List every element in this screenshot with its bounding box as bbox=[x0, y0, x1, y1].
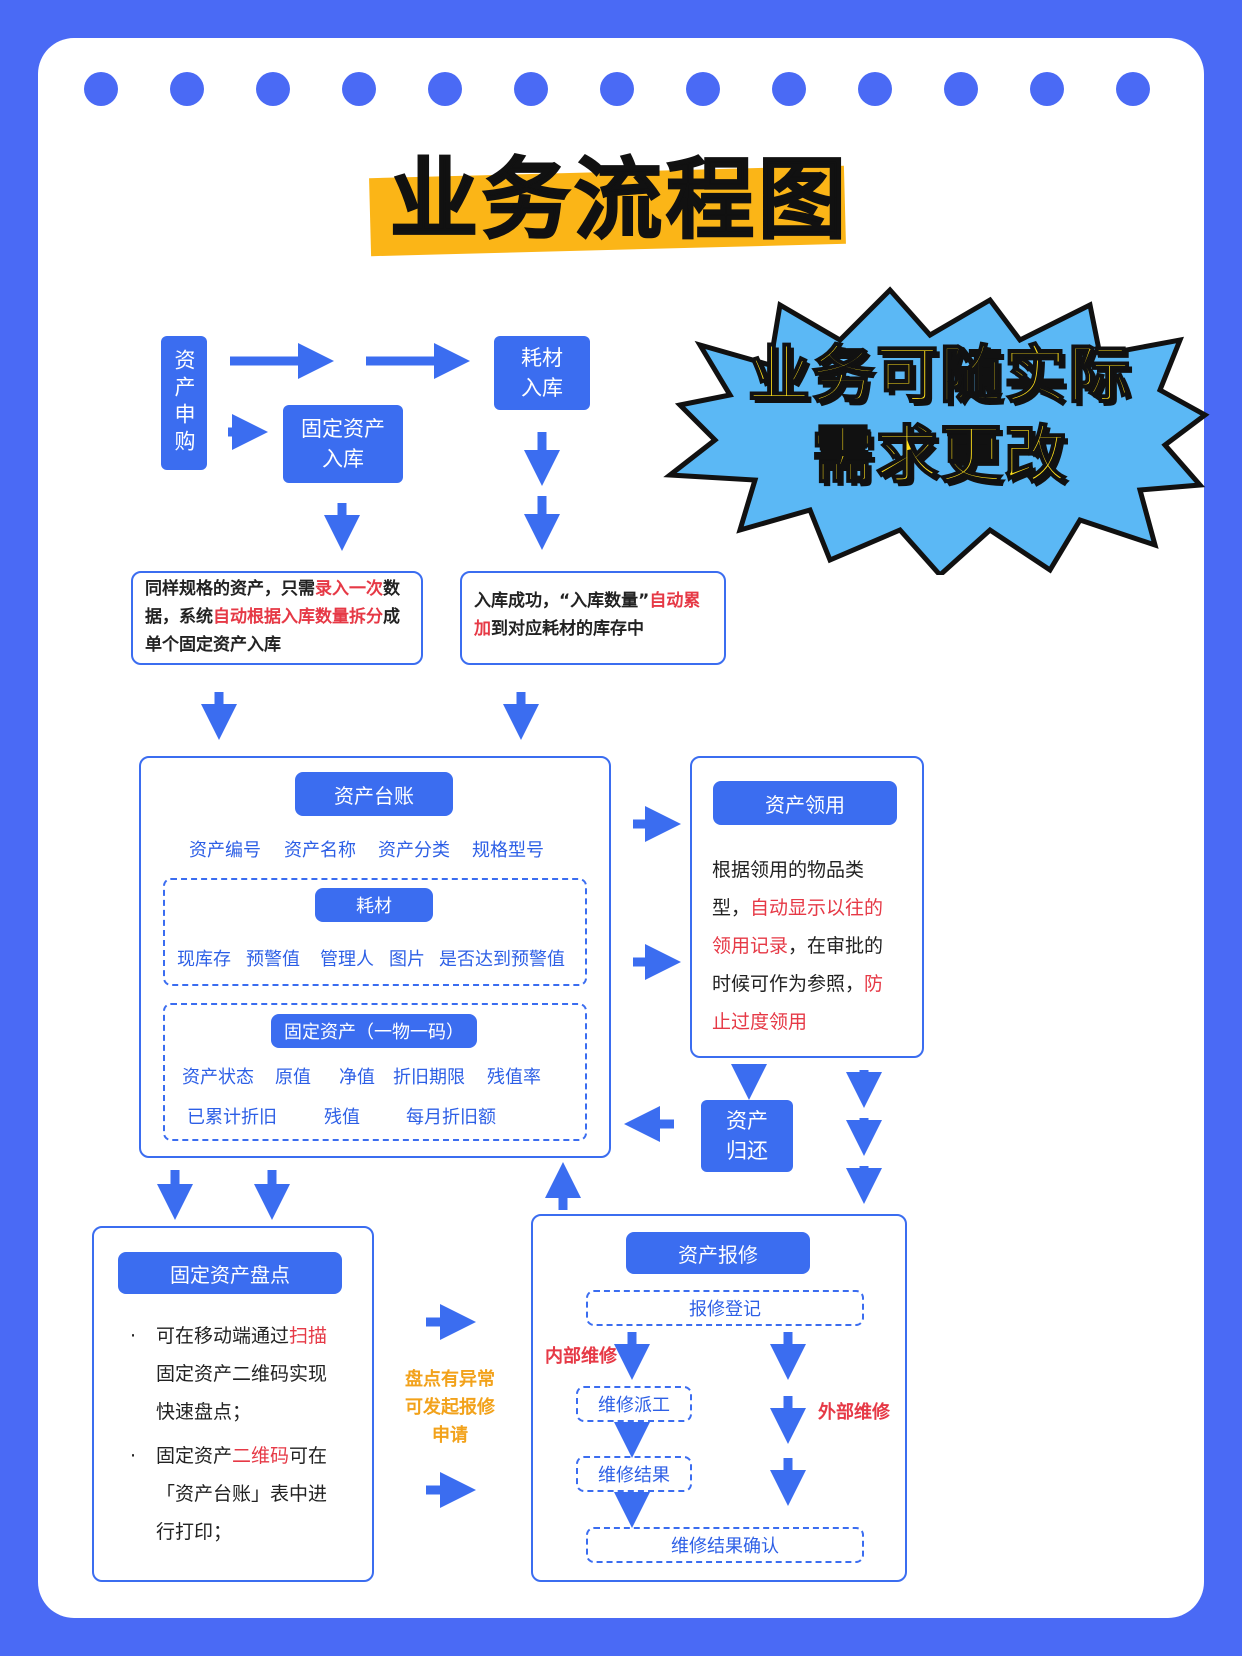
fixed-field: 折旧期限 bbox=[393, 1067, 465, 1088]
banner-line-2: 需求更改 bbox=[811, 417, 1068, 492]
consumable-field: 图片 bbox=[389, 949, 425, 970]
node-asset-apply: 资产申购 bbox=[161, 336, 207, 470]
consumable-field: 是否达到预警值 bbox=[439, 949, 565, 970]
decor-dot bbox=[858, 72, 892, 106]
consumable-note-p2: 到对应耗材的库存中 bbox=[491, 619, 644, 639]
inv-b2-p2: 可在「资产台账」表中进行打印； bbox=[156, 1445, 328, 1543]
repair-dispatch: 维修派工 bbox=[576, 1386, 692, 1422]
fixed-note-r2: 自动根据入库数量拆分 bbox=[213, 607, 383, 627]
use-p2: ，在审批的时候可作为参照， bbox=[712, 935, 884, 995]
fixed-section-title: 固定资产（一物一码） bbox=[271, 1014, 477, 1048]
inv-b2-r1: 二维码 bbox=[232, 1445, 290, 1467]
consumable-note-r1: 自动累加 bbox=[474, 591, 701, 639]
fixed-field: 残值率 bbox=[487, 1067, 541, 1088]
exception-line1: 盘点有异常 bbox=[405, 1369, 495, 1390]
fixed-note-box bbox=[131, 571, 423, 665]
fixed-field: 已累计折旧 bbox=[187, 1107, 277, 1128]
consumable-note-text: 入库成功，“入库数量”自动累加到对应耗材的库存中 bbox=[474, 587, 704, 643]
consumable-section bbox=[163, 878, 587, 986]
fixed-field: 残值 bbox=[324, 1107, 360, 1128]
fixed-section bbox=[163, 1003, 587, 1141]
consumable-section-title: 耗材 bbox=[315, 888, 433, 922]
node-fixed-in-line2: 入库 bbox=[322, 447, 364, 471]
fixed-note-text: 同样规格的资产，只需录入一次数据，系统自动根据入库数量拆分成单个固定资产入库 bbox=[145, 575, 407, 659]
exception-line3: 申请 bbox=[432, 1425, 468, 1446]
consumable-note-p1: 入库成功，“入库数量” bbox=[474, 591, 650, 611]
fixed-field: 资产状态 bbox=[182, 1067, 254, 1088]
decor-dot bbox=[170, 72, 204, 106]
repair-register-label: 报修登记 bbox=[689, 1299, 761, 1320]
repair-dispatch-label: 维修派工 bbox=[598, 1395, 670, 1416]
use-title: 资产领用 bbox=[713, 781, 897, 825]
repair-title: 资产报修 bbox=[626, 1232, 810, 1274]
ledger-field: 资产名称 bbox=[284, 840, 356, 861]
use-text: 根据领用的物品类型，自动显示以往的领用记录，在审批的时候可作为参照，防止过度领用 bbox=[712, 851, 898, 1041]
decor-dot bbox=[1030, 72, 1064, 106]
ledger-field: 资产编号 bbox=[189, 840, 261, 861]
inv-b2-p1: 固定资产 bbox=[156, 1445, 233, 1467]
return-line2: 归还 bbox=[726, 1139, 768, 1163]
inv-b1-r1: 扫描 bbox=[289, 1325, 328, 1347]
exception-line2: 可发起报修 bbox=[405, 1397, 495, 1418]
fixed-field: 每月折旧额 bbox=[406, 1107, 496, 1128]
ledger-field: 资产分类 bbox=[378, 840, 450, 861]
decor-dot bbox=[686, 72, 720, 106]
external-label: 外部维修 bbox=[818, 1402, 890, 1423]
inv-b1-p1: 可在移动端通过 bbox=[156, 1325, 290, 1347]
decor-dot bbox=[256, 72, 290, 106]
decor-dot bbox=[772, 72, 806, 106]
decor-dot bbox=[428, 72, 462, 106]
node-fixed-in-line1: 固定资产 bbox=[301, 417, 385, 441]
inventory-title: 固定资产盘点 bbox=[118, 1252, 342, 1294]
banner-text: 业务可随实际 需求更改 bbox=[690, 335, 1190, 495]
inventory-bullet-dot: · bbox=[130, 1445, 137, 1467]
use-r1: 自动显示以往的领用记录 bbox=[712, 897, 884, 957]
fixed-field: 净值 bbox=[339, 1067, 375, 1088]
node-consumable-in-line2: 入库 bbox=[521, 376, 563, 400]
node-consumable-in-line1: 耗材 bbox=[521, 346, 563, 370]
consumable-field: 现库存 bbox=[177, 949, 231, 970]
internal-label: 内部维修 bbox=[545, 1346, 617, 1367]
consumable-note-box bbox=[460, 571, 726, 665]
repair-confirm-label: 维修结果确认 bbox=[671, 1536, 779, 1557]
exception-note: 盘点有异常 可发起报修 申请 bbox=[390, 1366, 510, 1450]
decor-dot bbox=[1116, 72, 1150, 106]
consumable-field: 管理人 bbox=[320, 949, 374, 970]
inventory-bullet-1: 可在移动端通过扫描固定资产二维码实现快速盘点； bbox=[156, 1317, 344, 1431]
inventory-bullet-2: 固定资产二维码可在「资产台账」表中进行打印； bbox=[156, 1437, 344, 1551]
consumable-field: 预警值 bbox=[246, 949, 300, 970]
use-p1: 根据领用的物品类型， bbox=[712, 859, 865, 919]
node-consumable-in: 耗材 入库 bbox=[494, 336, 590, 410]
return-line1: 资产 bbox=[726, 1109, 768, 1133]
ledger-title: 资产台账 bbox=[295, 772, 453, 816]
use-r2: 防止过度领用 bbox=[712, 973, 884, 1033]
fixed-note-p1: 同样规格的资产，只需 bbox=[145, 579, 315, 599]
repair-box bbox=[531, 1214, 907, 1582]
banner-line-1: 业务可随实际 bbox=[747, 337, 1132, 412]
node-fixed-in: 固定资产 入库 bbox=[283, 405, 403, 483]
node-asset-return: 资产 归还 bbox=[701, 1100, 793, 1172]
ledger-field: 规格型号 bbox=[472, 840, 544, 861]
repair-result-label: 维修结果 bbox=[598, 1465, 670, 1486]
decor-dot bbox=[514, 72, 548, 106]
decor-dot bbox=[84, 72, 118, 106]
fixed-note-p3: 成单个固定资产入库 bbox=[145, 607, 400, 655]
decor-dot bbox=[944, 72, 978, 106]
repair-confirm: 维修结果确认 bbox=[586, 1527, 864, 1563]
inventory-bullet-dot: · bbox=[130, 1325, 137, 1347]
repair-register: 报修登记 bbox=[586, 1290, 864, 1326]
page-title: 业务流程图 bbox=[389, 147, 850, 252]
fixed-note-p2: 数据，系统 bbox=[145, 579, 400, 627]
ledger-box bbox=[139, 756, 611, 1158]
fixed-note-r1: 录入一次 bbox=[315, 579, 383, 599]
fixed-field: 原值 bbox=[275, 1067, 311, 1088]
burst-shape bbox=[663, 286, 1210, 575]
decor-dot bbox=[342, 72, 376, 106]
inv-b1-p2: 固定资产二维码实现快速盘点； bbox=[156, 1363, 328, 1423]
decor-dot bbox=[600, 72, 634, 106]
